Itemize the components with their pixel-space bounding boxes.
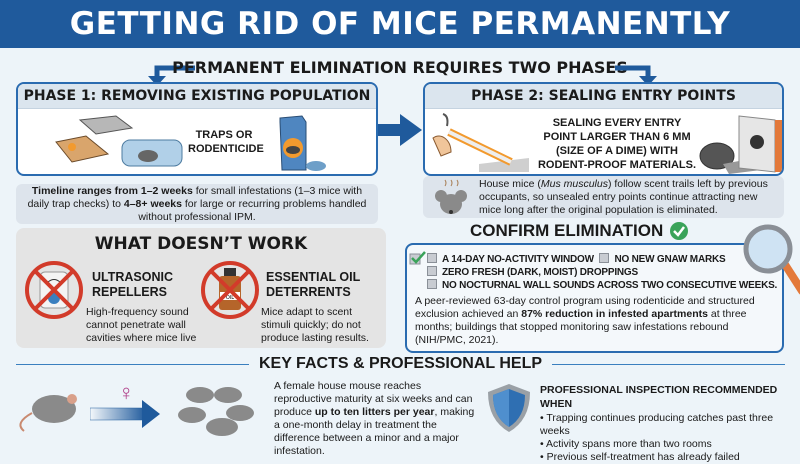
note-text: House mice ( xyxy=(479,178,541,190)
pro-item-text: Trapping continues producing catches pas… xyxy=(540,412,774,437)
mouse-face-icon xyxy=(435,179,467,214)
shield-icon xyxy=(488,384,530,432)
magnifying-glass-icon xyxy=(743,224,800,295)
phase2-note: House mice (Mus musculus) follow scent t… xyxy=(423,176,784,218)
pro-item-text: Previous self-treatment has already fail… xyxy=(546,451,740,463)
checkbox[interactable] xyxy=(599,253,610,263)
confirm-checklist: A 14-DAY NO-ACTIVITY WINDOW NO NEW GNAW … xyxy=(427,253,777,292)
mouse-traps-icon xyxy=(55,115,183,167)
arrow-right-icon xyxy=(378,114,422,146)
timeline-small: 1–2 weeks xyxy=(140,185,193,197)
item-title: DETERRENTS xyxy=(266,285,351,299)
professional-help: PROFESSIONAL INSPECTION RECOMMENDED WHEN… xyxy=(540,383,798,464)
pro-item: • Previous self-treatment has already fa… xyxy=(540,451,740,463)
page-title: GETTING RID OF MICE PERMANENTLY xyxy=(0,0,800,48)
what-doesnt-work-title: WHAT DOESN’T WORK xyxy=(94,234,308,254)
confirm-title: CONFIRM ELIMINATION xyxy=(470,221,664,240)
timeline-intro: Timeline ranges from xyxy=(31,185,141,197)
item-title: REPELLERS xyxy=(92,285,168,299)
item-title: ULTRASONIC xyxy=(92,270,174,284)
checkmark-icon xyxy=(409,251,426,265)
check-circle-icon xyxy=(670,222,689,240)
confirm-card: A 14-DAY NO-ACTIVITY WINDOW NO NEW GNAW … xyxy=(405,243,784,353)
rodenticide-box-icon xyxy=(279,115,326,171)
checkbox[interactable] xyxy=(427,253,437,263)
phase1-card: PHASE 1: REMOVING EXISTING POPULATION TR… xyxy=(16,82,378,176)
timeline-large: 4–8+ weeks xyxy=(123,198,182,210)
reproduction-fact: A female house mouse reaches reproductiv… xyxy=(274,380,478,458)
caulk-gun-icon xyxy=(432,113,529,172)
phase2-card: PHASE 2: SEALING ENTRY POINTS SEALING EV… xyxy=(423,82,784,176)
timeline-text-end: for large or recurring problems handled … xyxy=(138,198,367,223)
checkbox[interactable] xyxy=(427,266,437,276)
key-facts-heading: KEY FACTS & PROFESSIONAL HELP xyxy=(16,355,786,373)
key-facts-title: KEY FACTS & PROFESSIONAL HELP xyxy=(259,355,543,372)
phase1-label-line1: TRAPS OR xyxy=(195,129,253,141)
phase1-timeline: Timeline ranges from 1–2 weeks for small… xyxy=(16,184,378,224)
arrow-down-left-icon xyxy=(148,65,195,86)
check-item: ZERO FRESH (DARK, MOIST) DROPPINGS xyxy=(442,267,638,278)
wire-mesh-wall-icon xyxy=(699,115,782,174)
bottle-label: OIL xyxy=(226,295,234,301)
growth-arrow-icon xyxy=(90,400,160,428)
phase1-label-line2: RODENTICIDE xyxy=(188,143,264,155)
divider-left xyxy=(16,363,249,365)
ultrasonic-repeller-crossed-icon xyxy=(25,261,83,319)
phase1-title: PHASE 1: REMOVING EXISTING POPULATION xyxy=(18,84,376,109)
study-text-end: at three months; buildings that stopped … xyxy=(415,308,747,346)
species-name: Mus musculus xyxy=(540,178,608,190)
phase2-label: SEALING EVERY ENTRY POINT LARGER THAN 6 … xyxy=(537,117,697,171)
pro-item: • Activity spans more than two rooms xyxy=(540,438,712,450)
checkbox[interactable] xyxy=(427,279,437,289)
check-item: NO NEW GNAW MARKS xyxy=(614,254,726,265)
subtitle: PERMANENT ELIMINATION REQUIRES TWO PHASE… xyxy=(172,58,628,77)
female-symbol: ♀ xyxy=(118,380,135,405)
study-text: A peer-reviewed 63-day control program u… xyxy=(415,295,778,347)
divider-right xyxy=(552,363,786,365)
confirm-heading: CONFIRM ELIMINATION xyxy=(470,221,689,241)
ultrasonic-desc: High-frequency sound cannot penetrate wa… xyxy=(86,306,197,344)
pro-item-text: Activity spans more than two rooms xyxy=(546,438,712,450)
arrow-down-right-icon xyxy=(615,65,657,86)
pro-title: PROFESSIONAL INSPECTION RECOMMENDED WHEN xyxy=(540,384,778,410)
essential-oil-desc: Mice adapt to scent stimuli quickly; do … xyxy=(261,306,369,344)
check-item: A 14-DAY NO-ACTIVITY WINDOW xyxy=(442,254,594,265)
phase1-label: TRAPS OR RODENTICIDE xyxy=(188,128,264,156)
pro-list: • Trapping continues producing catches p… xyxy=(540,412,798,464)
fact-highlight: up to ten litters per year xyxy=(314,406,435,418)
pro-item: • Trapping continues producing catches p… xyxy=(540,412,774,437)
mice-group-icon xyxy=(178,387,254,436)
item-title: ESSENTIAL OIL xyxy=(266,270,361,284)
note-text-end: ) follow scent trails left by previous o… xyxy=(479,178,768,216)
fact-text: A female house mouse reaches reproductiv… xyxy=(274,380,473,418)
study-highlight: 87% reduction in infested apartments xyxy=(521,308,708,320)
study-text-start: A peer-reviewed 63-day control program u… xyxy=(415,295,755,320)
mouse-icon xyxy=(19,394,77,432)
timeline-text: for small infestations (1–3 mice with da… xyxy=(27,185,363,210)
check-item: NO NOCTURNAL WALL SOUNDS ACROSS TWO CONS… xyxy=(442,280,778,291)
essential-oil-crossed-icon: OIL xyxy=(201,261,259,319)
phase2-title: PHASE 2: SEALING ENTRY POINTS xyxy=(425,84,782,109)
